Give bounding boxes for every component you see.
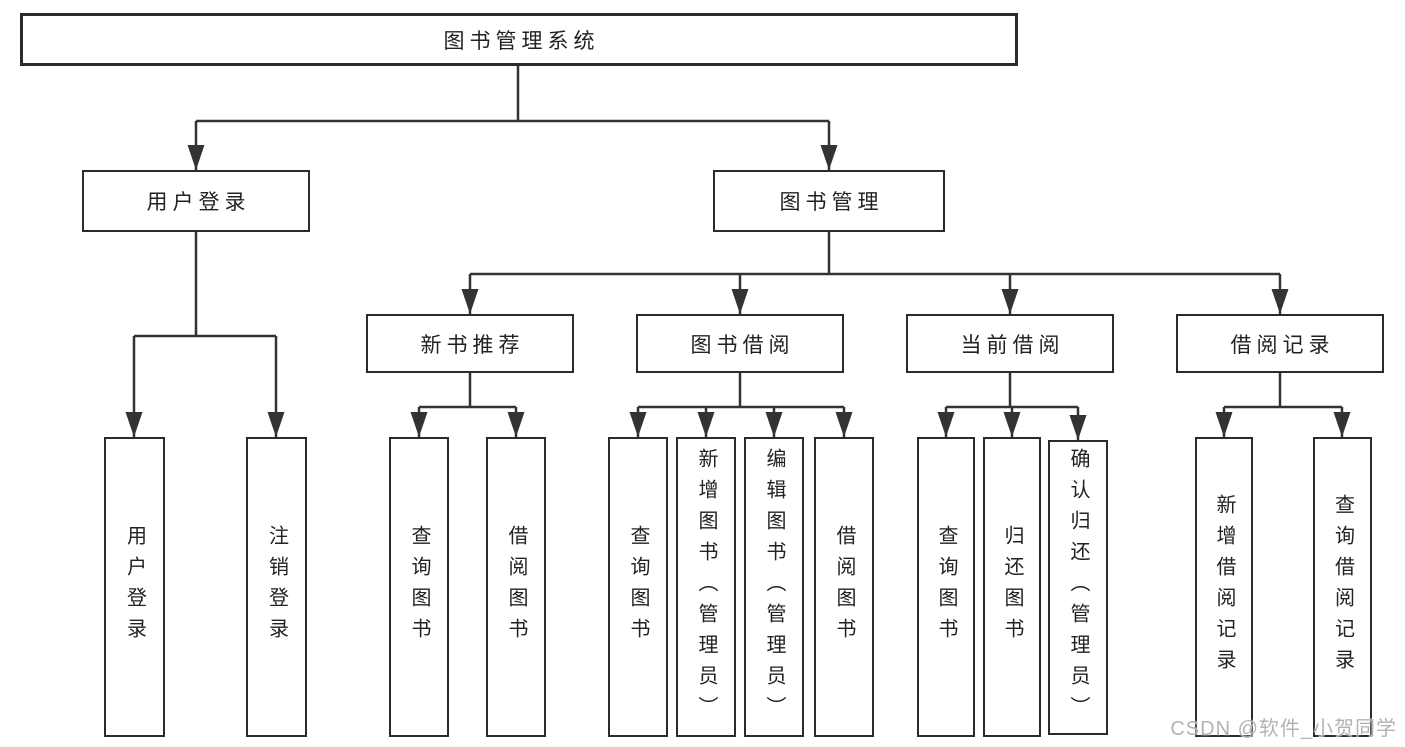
- leaf-query-borrow-record: 查询借阅记录: [1313, 437, 1372, 737]
- leaf-add-books-admin: 新增图书（管理员）: [676, 437, 736, 737]
- node-current-borrowing: 当前借阅: [906, 314, 1114, 373]
- arrow-drops: [125, 121, 1351, 440]
- leaf-edit-books-admin: 编辑图书（管理员）: [744, 437, 804, 737]
- leaf-query-books-current: 查询图书: [917, 437, 975, 737]
- leaf-return-books: 归还图书: [983, 437, 1041, 737]
- leaf-logout: 注销登录: [246, 437, 307, 737]
- node-new-book-recommendation: 新书推荐: [366, 314, 574, 373]
- node-library-management-system: 图书管理系统: [20, 13, 1018, 66]
- leaf-add-borrow-record: 新增借阅记录: [1195, 437, 1253, 737]
- leaf-user-login: 用户登录: [104, 437, 165, 737]
- node-user-login: 用户登录: [82, 170, 310, 232]
- node-book-management: 图书管理: [713, 170, 945, 232]
- connector-segments: [134, 66, 1342, 409]
- leaf-borrow-books-borrow: 借阅图书: [814, 437, 874, 737]
- node-borrowing-records: 借阅记录: [1176, 314, 1384, 373]
- leaf-query-books-newbook: 查询图书: [389, 437, 449, 737]
- leaf-borrow-books-newbook: 借阅图书: [486, 437, 546, 737]
- node-book-borrowing: 图书借阅: [636, 314, 844, 373]
- leaf-query-books-borrow: 查询图书: [608, 437, 668, 737]
- leaf-confirm-return-admin: 确认归还（管理员）: [1048, 440, 1108, 735]
